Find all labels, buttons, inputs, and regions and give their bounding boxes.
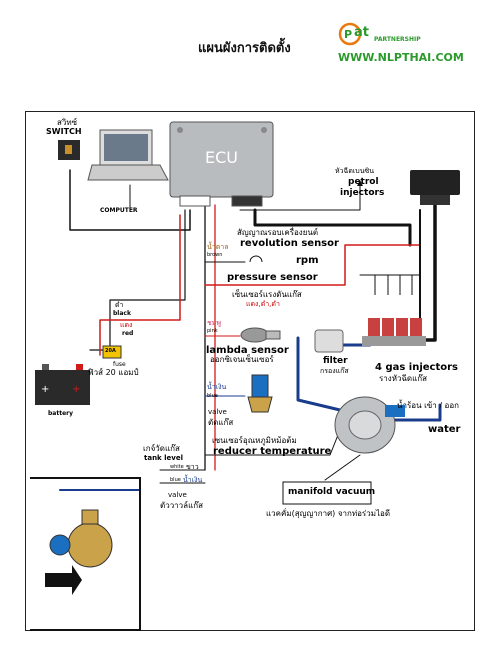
water-hose — [388, 403, 442, 422]
computer-label: COMPUTER — [100, 207, 138, 214]
fuse-label-th: ฟิวส์ 20 แอมป์ — [88, 368, 139, 377]
logo-partnership: PARTNERSHIP — [374, 36, 421, 43]
switch-label-th: สวิทซ์ — [57, 118, 78, 127]
gas-line-hose — [418, 198, 437, 342]
reducer-temp-label: reducer temperature — [213, 446, 332, 457]
filter-label: filter — [323, 356, 348, 366]
blue-label: blue — [207, 393, 218, 399]
revolution-label: revolution sensor — [240, 238, 339, 249]
logo-url[interactable]: WWW.NLPTHAI.COM — [338, 51, 464, 64]
petrol-injectors-label: petrol — [348, 177, 379, 187]
ecu-red-wire — [99, 214, 181, 356]
reducer-icon — [334, 396, 405, 454]
tank-valve-label-th: ตัววาวล์แก๊ส — [160, 501, 203, 510]
manifold-vacuum-label: manifold vacuum — [288, 487, 376, 497]
gas-injectors-label-th: รางหัวฉีดแก๊ส — [379, 374, 427, 383]
petrol-injectors-label-2: injectors — [340, 188, 385, 198]
logo-mark-text: at — [354, 25, 369, 40]
water-label: water — [428, 424, 461, 435]
lambda-sensor-label-th: ออกซิเจนเซ็นเซอร์ — [210, 355, 274, 364]
ecu-box-icon — [169, 121, 274, 207]
manifold-vacuum-label-th: แวคคั่ม(สุญญากาศ) จากท่อร่วมไอดี — [266, 509, 391, 518]
rpm-gauge-icon — [249, 255, 263, 263]
filter-label-th: กรองแก๊ส — [320, 367, 349, 375]
gas-rail-connector-icon — [410, 170, 460, 205]
brand-logo: P at PARTNERSHIP WWW.NLPTHAI.COM — [338, 22, 468, 67]
fuse-label: fuse — [113, 361, 126, 368]
gas-injectors-label: 4 gas injectors — [375, 362, 458, 373]
red-label: red — [122, 330, 134, 337]
filter-icon — [314, 329, 344, 353]
laptop-icon — [87, 129, 169, 181]
pink-label-th: ชมพู — [207, 319, 221, 327]
brown-label-th: น้ำตาล — [207, 243, 229, 251]
battery-label: battery — [48, 410, 74, 417]
tank-multivalve-icon — [30, 477, 141, 631]
petrol-wire — [239, 194, 361, 211]
pressure-red-wire — [204, 244, 421, 286]
injector-black-wire — [253, 208, 412, 247]
switch-wire — [69, 169, 191, 231]
blue-label-th: น้ำเงิน — [207, 383, 227, 391]
tank-level-label: tank level — [144, 454, 184, 462]
blue-wire-label: blue — [170, 477, 181, 483]
blue-hose-1 — [296, 336, 342, 412]
valve-label-th: ตัดแก๊ส — [208, 418, 234, 427]
black-label-th: ดำ — [115, 301, 124, 309]
svg-text:P: P — [344, 28, 352, 41]
brown-label: brown — [207, 252, 223, 258]
tank-level-label-th: เกจ์วัดแก๊ส — [143, 444, 180, 453]
white-wire-label: white — [170, 464, 184, 470]
battery-icon: + + — [35, 364, 90, 405]
manifold-box — [282, 481, 372, 505]
fuse-value: 20A — [105, 348, 116, 354]
pressure-sensor-label-th: เซ็นเซอร์แรงดันแก๊ส — [232, 290, 302, 299]
lambda-sensor-icon — [240, 327, 281, 343]
switch-icon — [58, 140, 80, 160]
svg-text:+: + — [41, 384, 49, 395]
blue-wire-label-th: น้ำเงิน — [183, 476, 203, 484]
pressure-colors-label: แดง,ดำ,ดำ — [246, 300, 280, 308]
petrol-injectors-label-th: หัวฉีดเบนซิน — [335, 167, 375, 175]
reducer-temp-label-th: เซนเซอร์อุณหภูมิหม้อต้ม — [212, 436, 297, 445]
lambda-sensor-label: lambda sensor — [206, 345, 289, 356]
switch-label: SWITCH — [46, 127, 82, 136]
ecu-black-wire — [89, 209, 186, 351]
page-title: แผนผังการติดตั้ง — [198, 41, 291, 56]
ecu-label: ECU — [205, 148, 238, 167]
fuse-icon — [102, 345, 122, 359]
red-label-th: แดง — [120, 321, 133, 329]
manifold-wire — [324, 454, 361, 481]
valve-icon — [247, 374, 273, 413]
pink-label: pink — [207, 328, 218, 334]
pressure-sensor-label: pressure sensor — [227, 272, 318, 283]
logo-mark-icon: P — [338, 22, 362, 46]
svg-text:+: + — [72, 384, 80, 395]
water-label-th: น้ำร้อน เข้า / ออก — [397, 401, 460, 410]
reducer-wire — [204, 429, 341, 456]
valve-label: valve — [208, 408, 227, 416]
black-label: black — [113, 310, 131, 317]
rpm-label: rpm — [296, 255, 319, 266]
tank-valve-label: valve — [168, 491, 187, 499]
wiring-diagram-frame — [25, 111, 475, 631]
gas-injectors-icon — [362, 318, 426, 346]
revolution-label-th: สัญญาณรอบเครื่องยนต์ — [237, 228, 319, 237]
injector-connectors-icon — [374, 275, 413, 295]
white-wire-label-th: ขาว — [186, 463, 199, 471]
